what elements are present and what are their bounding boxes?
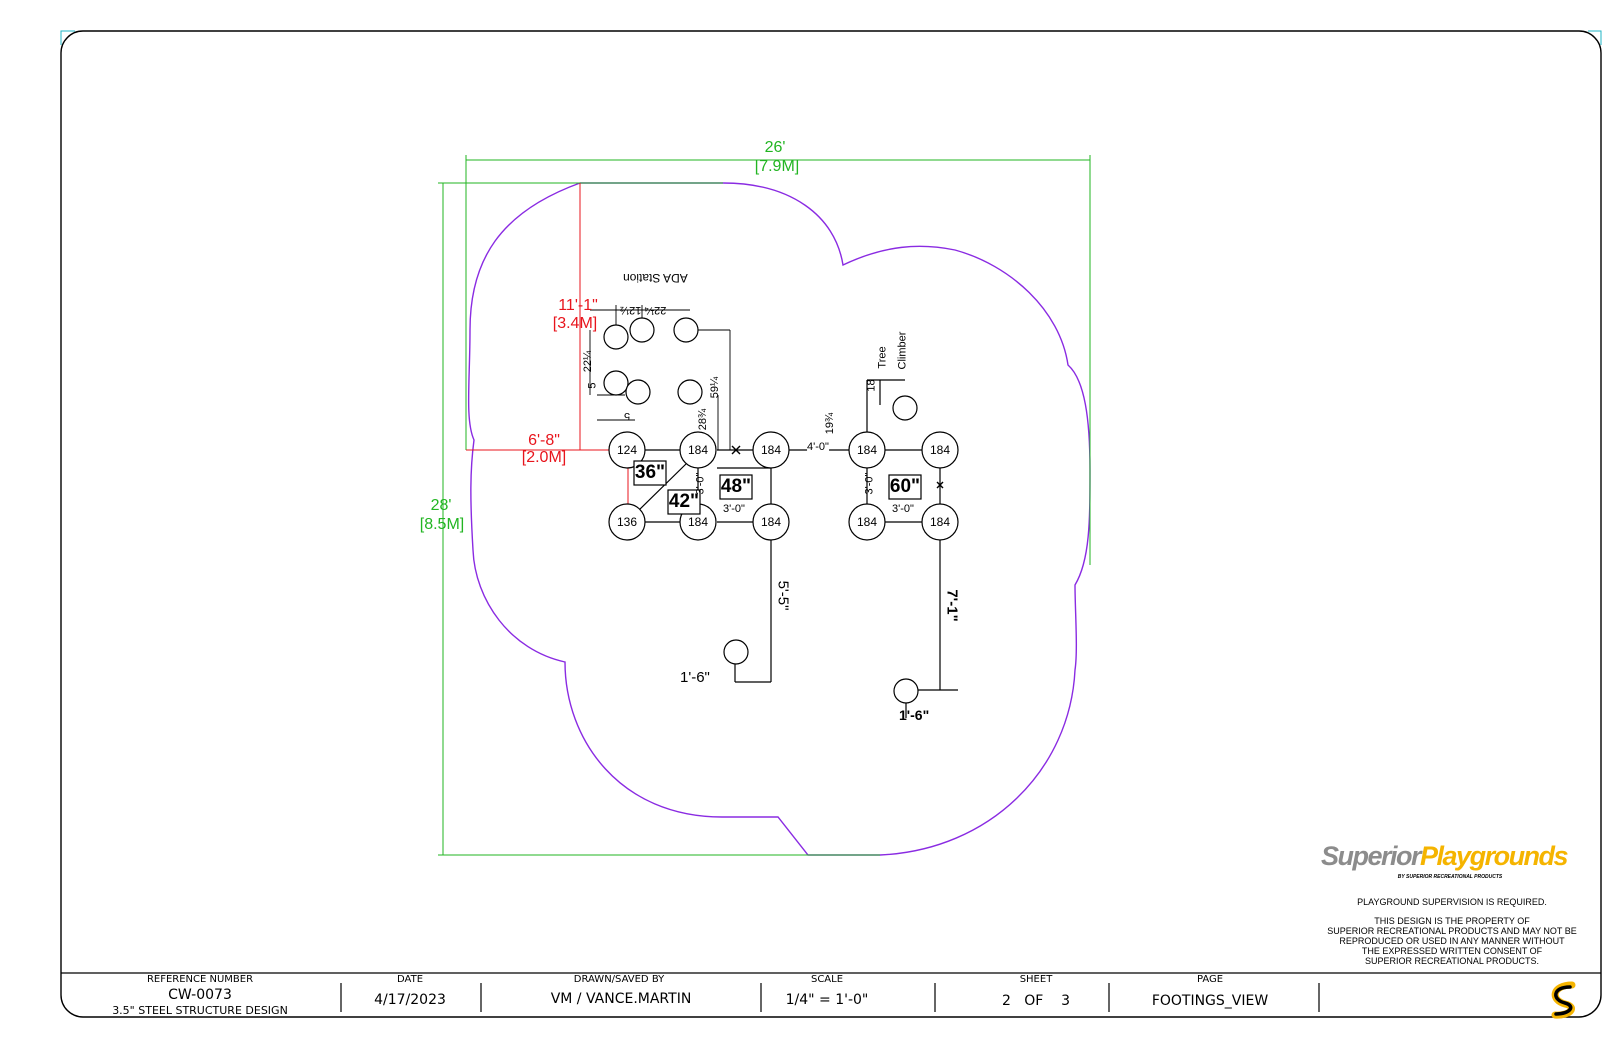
ada-dim-59: 59¼ (709, 376, 722, 399)
company-logo: SuperiorPlaygrounds (1321, 841, 1569, 871)
remote-post (723, 639, 749, 665)
logo-word-playgrounds: Playgrounds (1420, 841, 1569, 871)
tree-label: Tree (876, 346, 889, 369)
ada-offset-dimension (466, 183, 629, 510)
overall-width-metric: [7.9M] (754, 158, 800, 175)
spacing-3-0: 3'-0" (694, 472, 707, 495)
superior-badge-icon (1551, 981, 1576, 1019)
logo-tagline: BY SUPERIOR RECREATIONAL PRODUCTS (1397, 874, 1503, 880)
corner-mark (60, 30, 75, 45)
sheet-value: 2 OF 3 (1001, 993, 1071, 1009)
footing-124 (608, 431, 646, 469)
ada-post (629, 317, 655, 343)
footing-184-label: 184 (929, 443, 951, 457)
deck-height-boxes (633, 460, 922, 515)
x-marks (731, 445, 944, 489)
footing-184 (679, 431, 717, 469)
tree-climber-post (892, 395, 918, 421)
property-notice-4: THE EXPRESSED WRITTEN CONSENT OF (1361, 946, 1543, 956)
date-header: DATE (396, 974, 424, 985)
spacing-5-5: 5'-5" (774, 580, 792, 611)
ada-post (603, 324, 629, 350)
scale-header: SCALE (810, 974, 844, 985)
deck-height-48: 48" (720, 476, 752, 497)
footing-184-label: 184 (929, 515, 951, 529)
ada-offset-x-metric: [2.0M] (521, 449, 567, 466)
overall-depth-metric: [8.5M] (419, 516, 465, 533)
spacing-4-0: 4'-0" (807, 441, 829, 453)
ada-dim-5-v: 5 (586, 382, 599, 389)
footing-184 (752, 431, 790, 469)
property-notice-5: SUPERIOR RECREATIONAL PRODUCTS. (1364, 956, 1540, 966)
title-block-lines (61, 972, 1601, 1012)
deck-height-60: 60" (889, 476, 921, 497)
ref-number: CW-0073 (168, 987, 232, 1003)
overall-depth-label: 28' (430, 497, 452, 514)
ada-dim-12: 12½ (620, 304, 642, 316)
supervision-notice: PLAYGROUND SUPERVISION IS REQUIRED. (1357, 897, 1547, 907)
ada-offset-x-label: 6'-8" (528, 432, 560, 449)
sheet-header: SHEET (1019, 974, 1053, 985)
footing-136-label: 136 (616, 515, 638, 529)
overall-width-label: 26' (764, 139, 786, 156)
footing-184 (752, 503, 790, 541)
page-header: PAGE (1196, 974, 1224, 985)
footing-184 (848, 431, 886, 469)
page-value: FOOTINGS_VIEW (1151, 993, 1269, 1009)
spacing-1-6: 1'-6" (899, 707, 930, 723)
footing-184-label: 184 (760, 515, 782, 529)
date-value: 4/17/2023 (374, 992, 446, 1008)
overall-width-dimension (465, 155, 1091, 565)
ada-dim-5-h: 5 (624, 410, 631, 422)
sheet-border (60, 30, 1602, 1018)
footing-184-label: 184 (760, 443, 782, 457)
deck-height-42: 42" (668, 491, 700, 512)
footing-184-label: 184 (856, 443, 878, 457)
tc-dim-18: 18 (865, 379, 878, 392)
spacing-1-6: 1'-6" (680, 669, 710, 686)
footing-136 (608, 503, 646, 541)
spacing-3-0: 3'-0" (892, 503, 914, 515)
tc-dim-19: 19¾ (824, 412, 837, 435)
drawn-by-header: DRAWN/SAVED BY (573, 974, 665, 985)
property-notice-1: THIS DESIGN IS THE PROPERTY OF (1374, 916, 1530, 926)
footing-124-label: 124 (616, 443, 638, 457)
ada-dim-22: 22¼ (645, 304, 667, 316)
ada-offset-y-metric: [3.4M] (552, 315, 598, 332)
drawn-by-value: VM / VANCE.MARTIN (550, 991, 692, 1007)
ada-post (603, 370, 629, 396)
footing-184 (921, 431, 959, 469)
structure-lines (636, 379, 958, 718)
property-notice-3: REPRODUCED OR USED IN ANY MANNER WITHOUT (1339, 936, 1565, 946)
footing-circles (603, 317, 959, 704)
ada-post (625, 379, 651, 405)
spacing-3-0: 3'-0" (723, 503, 745, 515)
scale-value: 1/4" = 1'-0" (785, 992, 869, 1008)
ref-number-header: REFERENCE NUMBER (146, 974, 254, 985)
footing-184-label: 184 (687, 515, 709, 529)
spacing-7-1: 7'-1" (943, 589, 961, 622)
ada-dim-28: 28¾ (697, 408, 710, 431)
use-zone-boundary (467, 182, 1091, 856)
spacing-3-0: 3'-0" (863, 472, 876, 495)
ada-post (677, 379, 703, 405)
ada-station-label: ADA Station (623, 271, 688, 285)
ref-description: 3.5" STEEL STRUCTURE DESIGN (112, 1004, 288, 1017)
footing-184-label: 184 (687, 443, 709, 457)
ada-offset-y-label: 11'-1" (558, 297, 598, 314)
remote-post (893, 678, 919, 704)
property-notice-2: SUPERIOR RECREATIONAL PRODUCTS AND MAY N… (1327, 926, 1577, 936)
footing-184-label: 184 (856, 515, 878, 529)
logo-word-superior: Superior (1321, 841, 1422, 871)
footing-184 (921, 503, 959, 541)
ada-dim-22-v: 22¼ (582, 350, 595, 373)
climber-label: Climber (896, 331, 909, 370)
ada-post (673, 317, 699, 343)
corner-mark (1588, 30, 1602, 45)
footing-184 (848, 503, 886, 541)
deck-height-36: 36" (634, 462, 666, 483)
